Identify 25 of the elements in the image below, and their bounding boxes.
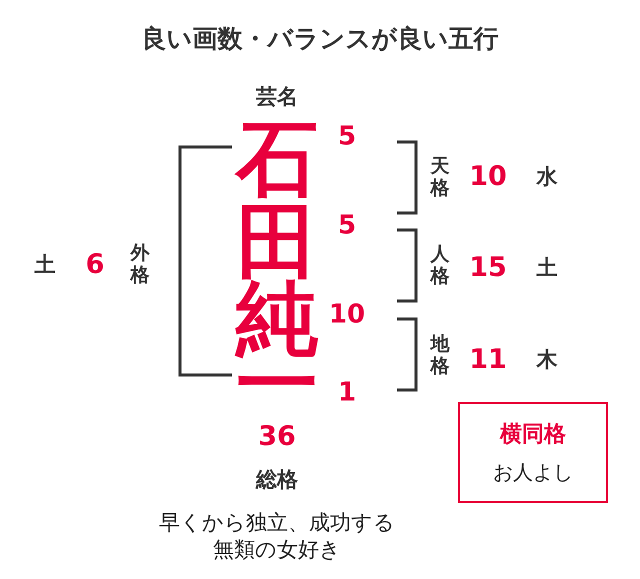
element-label: 木 [536,348,558,372]
fortune-category: 地格 [430,334,450,378]
fortune-description: 早くから独立、成功する無類の女好き [158,510,396,564]
element-label: 土 [34,253,56,277]
stroke-count: 11 [469,345,507,375]
box-heading: 横同格 [500,421,566,449]
fortune-category: 総格 [256,468,298,492]
title: 良い画数・バランスが良い五行 [140,23,500,55]
fortune-category: 外格 [130,243,150,287]
total-count: 36 [258,422,296,452]
stroke-count: 5 [338,212,356,240]
stroke-count: 10 [328,300,366,330]
stroke-count: 15 [469,253,507,283]
stroke-count: 6 [86,250,104,280]
name-character: 石 [236,114,318,206]
stroke-count: 1 [338,378,356,408]
element-label: 土 [536,256,558,280]
stroke-count: 10 [469,162,507,192]
fortune-category: 天格 [430,156,450,200]
box-text: お人よし [493,459,573,486]
label: 芸名 [256,85,298,109]
fortune-box [458,402,608,503]
fortune-category: 人格 [430,244,450,288]
stroke-count: 5 [338,122,356,152]
element-label: 水 [536,165,558,189]
